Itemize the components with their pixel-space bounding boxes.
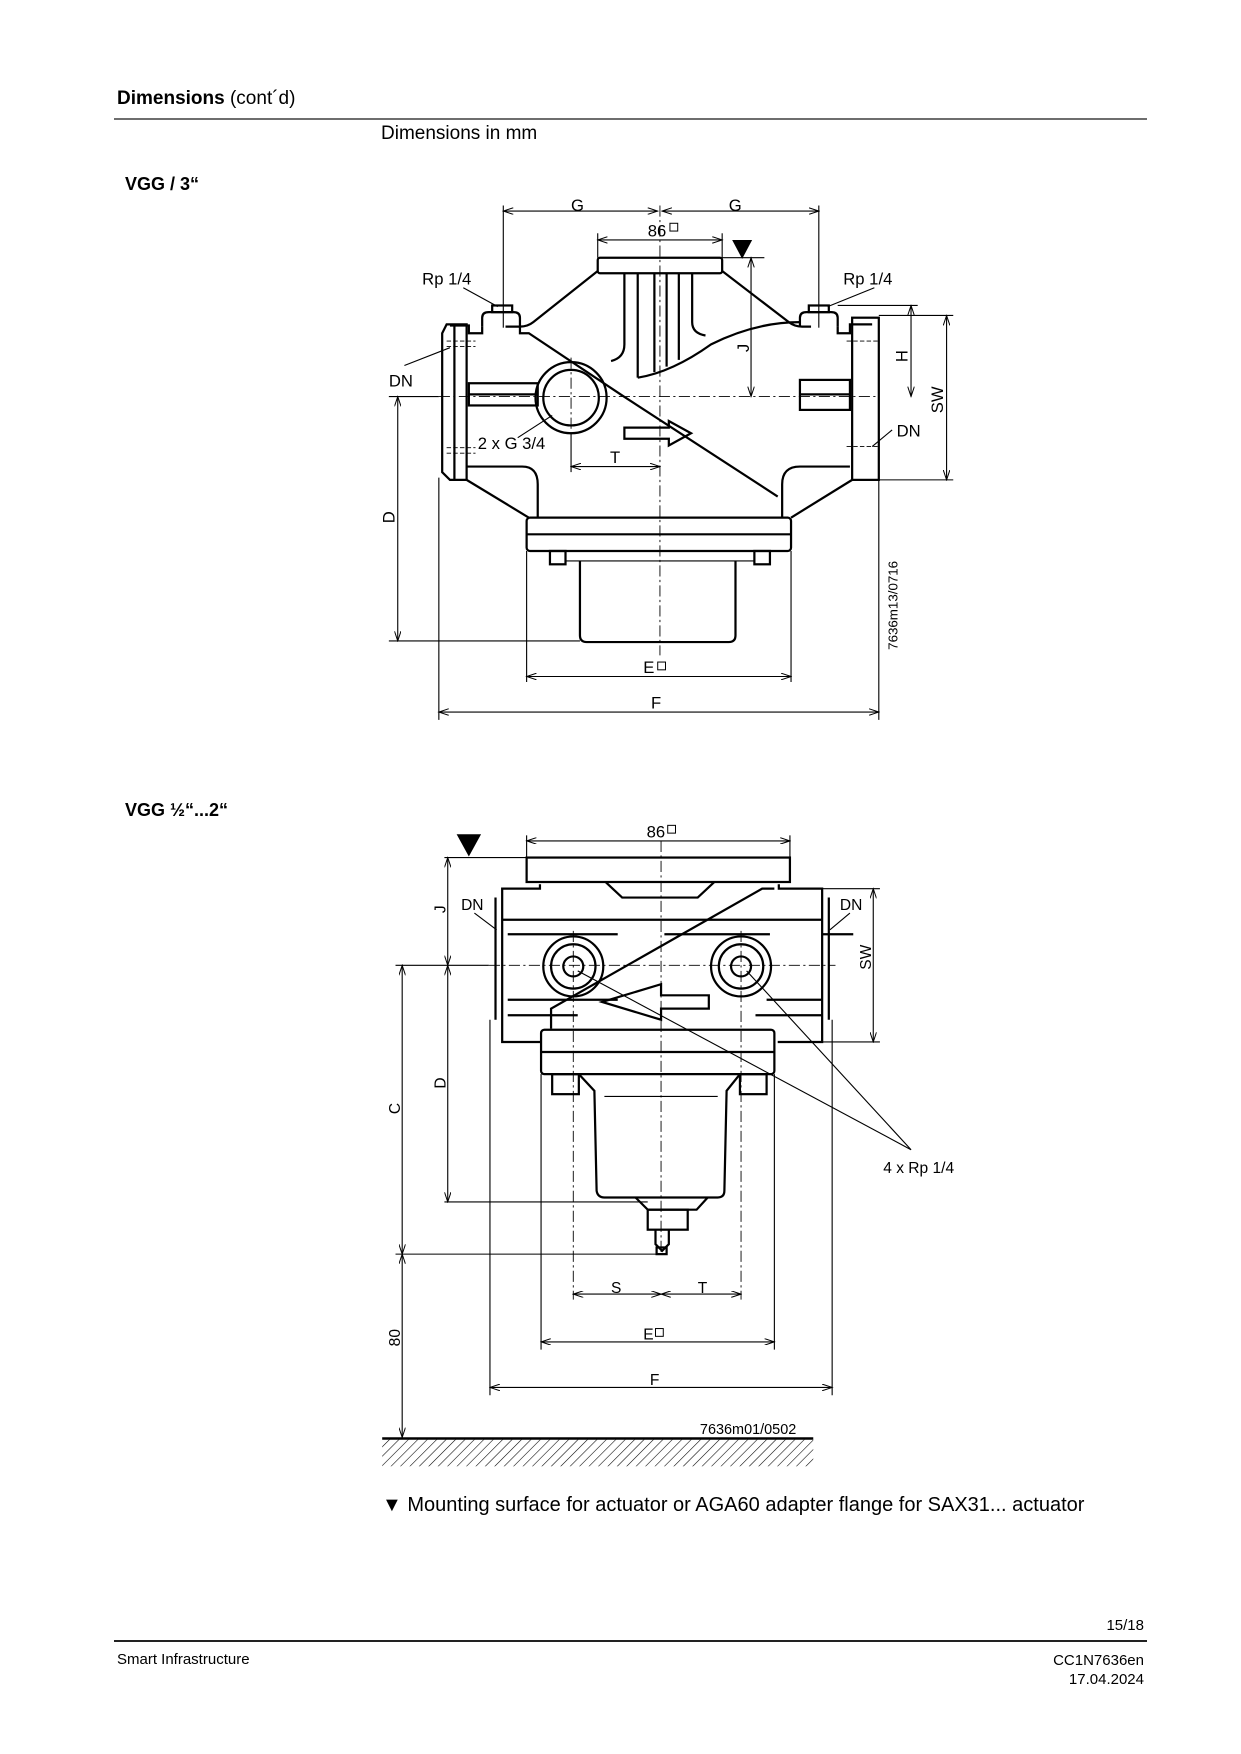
- drawing-code-vgg-half-2: 7636m01/0502: [700, 1422, 796, 1438]
- leader-rp-left: [577, 970, 912, 1151]
- bolt-right: [738, 1073, 768, 1096]
- footer-doc-info: CC1N7636en 17.04.2024: [1053, 1651, 1144, 1689]
- label-c: C: [387, 1103, 404, 1114]
- label-4xrp: 4 x Rp 1/4: [883, 1160, 954, 1177]
- label-sw: SW: [928, 386, 947, 413]
- legend-note: ▼ Mounting surface for actuator or AGA60…: [382, 1494, 1084, 1517]
- label-dn-left: DN: [389, 372, 413, 391]
- label-dn-right: DN: [897, 422, 921, 441]
- bolt-left: [548, 549, 567, 566]
- label-e: E: [643, 658, 654, 677]
- square-symbol: [667, 824, 676, 834]
- label-80: 80: [387, 1329, 404, 1347]
- mounting-surface-icon: ▼: [382, 1494, 402, 1516]
- label-86: 86: [647, 823, 666, 842]
- drawing-vgg-half-2: 86 J DN DN SW C D 4 x Rp 1/4 S T E F 80 …: [382, 823, 954, 1467]
- section-title-vgg-half-2: VGG ½“...2“: [125, 800, 229, 820]
- drawing-vgg3: G G 86 Rp 1/4 Rp 1/4 DN DN J H SW 2 x G …: [379, 196, 954, 720]
- footer-rule: [114, 1640, 1147, 1642]
- label-j: J: [433, 905, 450, 913]
- footer-company: Smart Infrastructure: [117, 1651, 250, 1668]
- section-header: Dimensions (cont´d): [117, 88, 295, 110]
- bonnet: [578, 560, 737, 644]
- header-rule: [114, 118, 1147, 120]
- leader-rp-right: [746, 970, 912, 1151]
- body-diagonal: [449, 324, 779, 498]
- label-rp-right: Rp 1/4: [843, 269, 892, 288]
- bolt-left: [551, 1073, 580, 1096]
- bonnet: [578, 1073, 741, 1199]
- header-title-bold: Dimensions: [117, 88, 225, 109]
- drawing-code-vgg3: 7636m13/0716: [886, 561, 901, 650]
- footer-doc-id: CC1N7636en: [1053, 1652, 1144, 1669]
- header-title-rest: (cont´d): [224, 88, 296, 109]
- rp-boss-left: [481, 311, 522, 327]
- right-shoulder: [721, 270, 812, 328]
- ground-hatch: [382, 1439, 814, 1467]
- mounting-surface-marker: [456, 834, 482, 857]
- body-right: [777, 884, 824, 1044]
- footer-date: 17.04.2024: [1068, 1671, 1144, 1688]
- body-left: [501, 884, 542, 1044]
- top-flange: [596, 256, 724, 275]
- label-g34: 2 x G 3/4: [478, 434, 546, 453]
- label-g-left: G: [571, 196, 584, 215]
- square-symbol: [669, 222, 679, 232]
- label-f: F: [650, 1372, 660, 1389]
- right-pipe-flange: [851, 316, 880, 481]
- legend-text: Mounting surface for actuator or AGA60 a…: [401, 1494, 1085, 1516]
- label-d: D: [433, 1077, 450, 1088]
- neck-left: [610, 273, 626, 363]
- label-s: S: [611, 1280, 621, 1297]
- section-title-vgg3: VGG / 3“: [125, 174, 200, 194]
- label-rp-left: Rp 1/4: [422, 269, 471, 288]
- flow-arrow-right: [623, 419, 694, 448]
- flow-arrow-left: [598, 982, 710, 1022]
- left-pipe-flange: [441, 323, 468, 481]
- drain-plug: [646, 1208, 689, 1231]
- body-diagonal: [549, 887, 775, 1029]
- label-sw: SW: [858, 944, 875, 969]
- units-note: Dimensions in mm: [381, 123, 538, 144]
- label-j: J: [734, 344, 753, 352]
- label-h: H: [893, 350, 912, 362]
- label-g-right: G: [729, 196, 742, 215]
- label-d: D: [379, 511, 398, 523]
- page-number: 15/18: [1106, 1617, 1144, 1634]
- label-t: T: [698, 1280, 708, 1297]
- bolt-right: [753, 549, 772, 566]
- body-curve: [637, 321, 800, 379]
- label-dn-right: DN: [840, 897, 862, 914]
- label-e: E: [643, 1327, 653, 1344]
- label-t: T: [610, 448, 620, 467]
- top-flange: [525, 856, 792, 884]
- label-dn-left: DN: [461, 897, 483, 914]
- label-86: 86: [648, 222, 667, 241]
- mounting-surface-marker: [732, 239, 753, 259]
- label-f: F: [651, 694, 661, 713]
